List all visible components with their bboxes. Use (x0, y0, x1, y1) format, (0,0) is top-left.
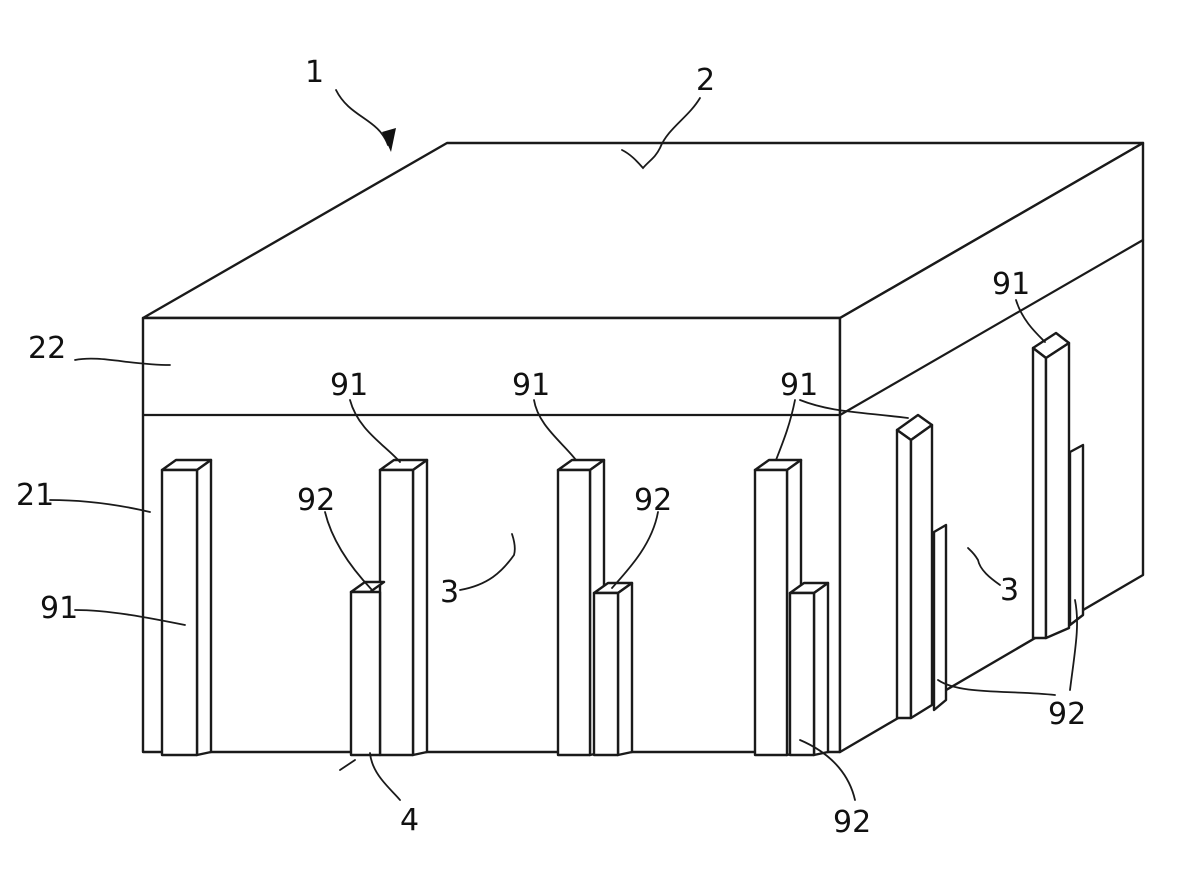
label-tall-rib-front-4: 91 (780, 368, 818, 403)
label-tall-rib-front-left: 91 (40, 591, 78, 626)
rib-right-1 (895, 413, 934, 720)
label-upper-band: 22 (28, 331, 66, 366)
label-tall-rib-right-2: 91 (992, 267, 1030, 302)
label-short-rib-front-3: 92 (634, 483, 672, 518)
label-short-rib-front-4: 92 (833, 805, 871, 840)
label-lower-side: 21 (16, 478, 54, 513)
short-rib-front-1 (349, 580, 386, 757)
rib-front-2 (378, 458, 429, 757)
label-short-ribs-right: 92 (1048, 697, 1086, 732)
label-side-surface-front: 3 (440, 575, 459, 610)
short-rib-front-3 (592, 581, 634, 757)
rib-right-2 (1031, 331, 1071, 640)
front-face (141, 316, 842, 754)
rib-front-1 (160, 458, 213, 757)
reference-labels: 1 2 22 21 91 91 91 91 91 92 92 3 3 4 92 … (16, 55, 1086, 840)
label-side-surface-right: 3 (1000, 573, 1019, 608)
leader-lines (49, 89, 1078, 801)
short-rib-right-1 (932, 523, 948, 712)
label-short-rib-front-1: 92 (297, 483, 335, 518)
label-tall-rib-front-3: 91 (512, 368, 550, 403)
label-tall-rib-front-2: 91 (330, 368, 368, 403)
label-device: 1 (305, 55, 324, 90)
short-rib-right-2 (1068, 443, 1085, 627)
box-body (141, 141, 1145, 754)
label-top-face: 2 (696, 63, 715, 98)
right-band-divider (838, 238, 1145, 417)
arrowhead (382, 128, 396, 152)
short-rib-front-4 (788, 581, 830, 757)
label-bottom-edge: 4 (400, 803, 419, 838)
